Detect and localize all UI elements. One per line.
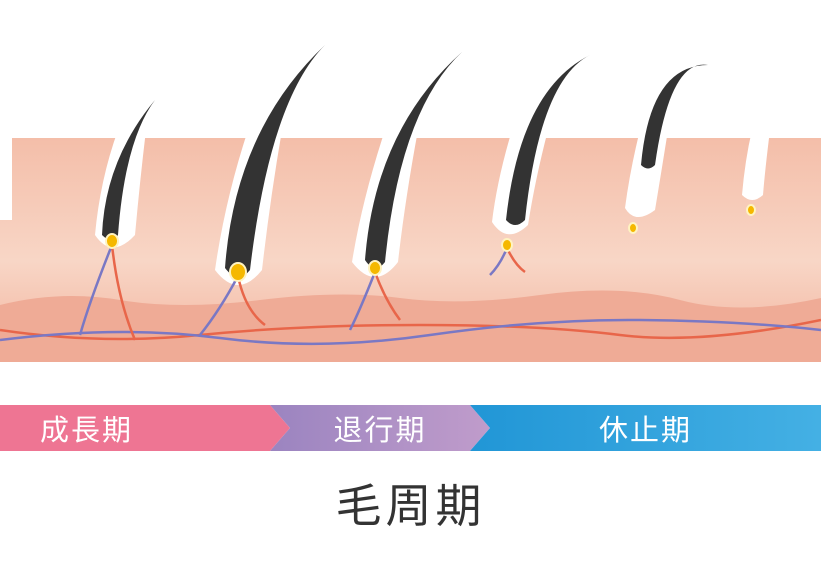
phase-anagen: 成長期 [0,405,290,451]
phase-label: 成長期 [40,413,134,447]
hair-telogen-2 [641,64,708,169]
diagram-title: 毛周期 [335,479,486,533]
phase-telogen: 休止期 [470,405,821,451]
phase-catagen: 退行期 [270,405,490,451]
hair-bulbs [105,204,756,282]
hair-cycle-illustration [0,45,821,362]
phase-label: 休止期 [598,413,692,447]
hair-catagen [365,52,462,269]
phase-label: 退行期 [333,413,427,447]
blood-vessels [0,244,821,346]
hair-telogen-1 [506,55,590,225]
hair-anagen-2 [225,45,325,278]
hairs [102,45,708,278]
hair-anagen-1 [102,100,155,240]
